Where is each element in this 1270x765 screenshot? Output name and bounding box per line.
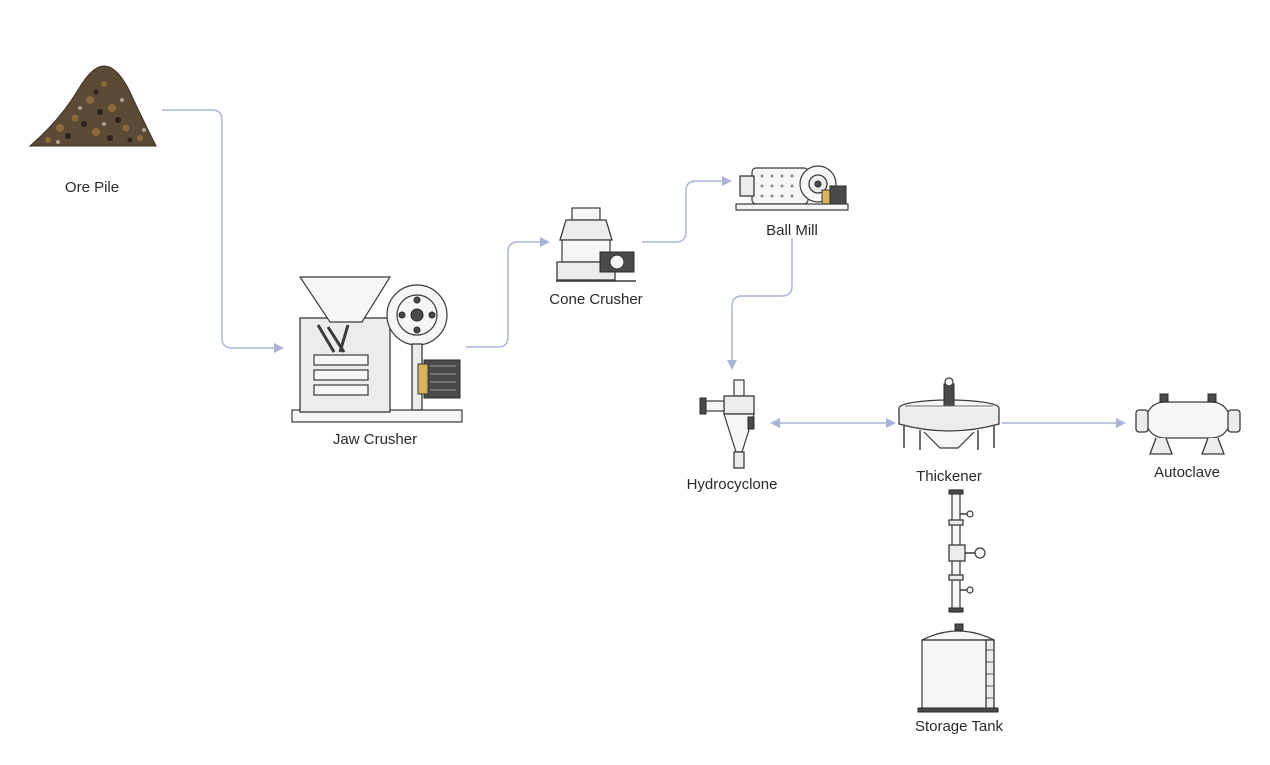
arrowhead-thickener — [886, 418, 896, 428]
arrowhead-hydrocyclone — [727, 360, 737, 370]
edge-ore-to-jaw — [162, 109, 276, 349]
autoclave-icon[interactable] — [1135, 393, 1241, 455]
jaw-crusher-icon[interactable] — [291, 276, 463, 423]
cone-crusher-icon[interactable] — [556, 207, 636, 282]
edge-ballmill-to-hydrocyclone — [731, 238, 793, 362]
label-cone-crusher: Cone Crusher — [549, 291, 643, 308]
edge-jaw-to-cone — [466, 241, 542, 348]
edge-cone-to-ballmill — [642, 180, 724, 243]
label-autoclave: Autoclave — [1154, 464, 1220, 481]
arrowhead-cone — [540, 237, 550, 247]
connectors — [162, 109, 1126, 428]
storage-tank-icon[interactable] — [917, 623, 999, 713]
ore-pile-icon[interactable] — [28, 65, 157, 147]
arrowhead-ballmill — [722, 176, 732, 186]
pipe-valve-icon — [948, 489, 986, 613]
ball-mill-icon[interactable] — [735, 165, 849, 211]
arrowhead-autoclave — [1116, 418, 1126, 428]
label-ore-pile: Ore Pile — [64, 179, 120, 196]
label-hydrocyclone: Hydrocyclone — [686, 476, 778, 493]
arrowhead-jaw — [274, 343, 284, 353]
label-ball-mill: Ball Mill — [766, 222, 818, 239]
hydrocyclone-icon[interactable] — [699, 379, 755, 469]
label-jaw-crusher: Jaw Crusher — [332, 431, 418, 448]
thickener-icon[interactable] — [898, 377, 1000, 450]
label-thickener: Thickener — [916, 468, 982, 485]
arrowhead-hydro-left — [770, 418, 780, 428]
label-storage-tank: Storage Tank — [914, 718, 1004, 735]
